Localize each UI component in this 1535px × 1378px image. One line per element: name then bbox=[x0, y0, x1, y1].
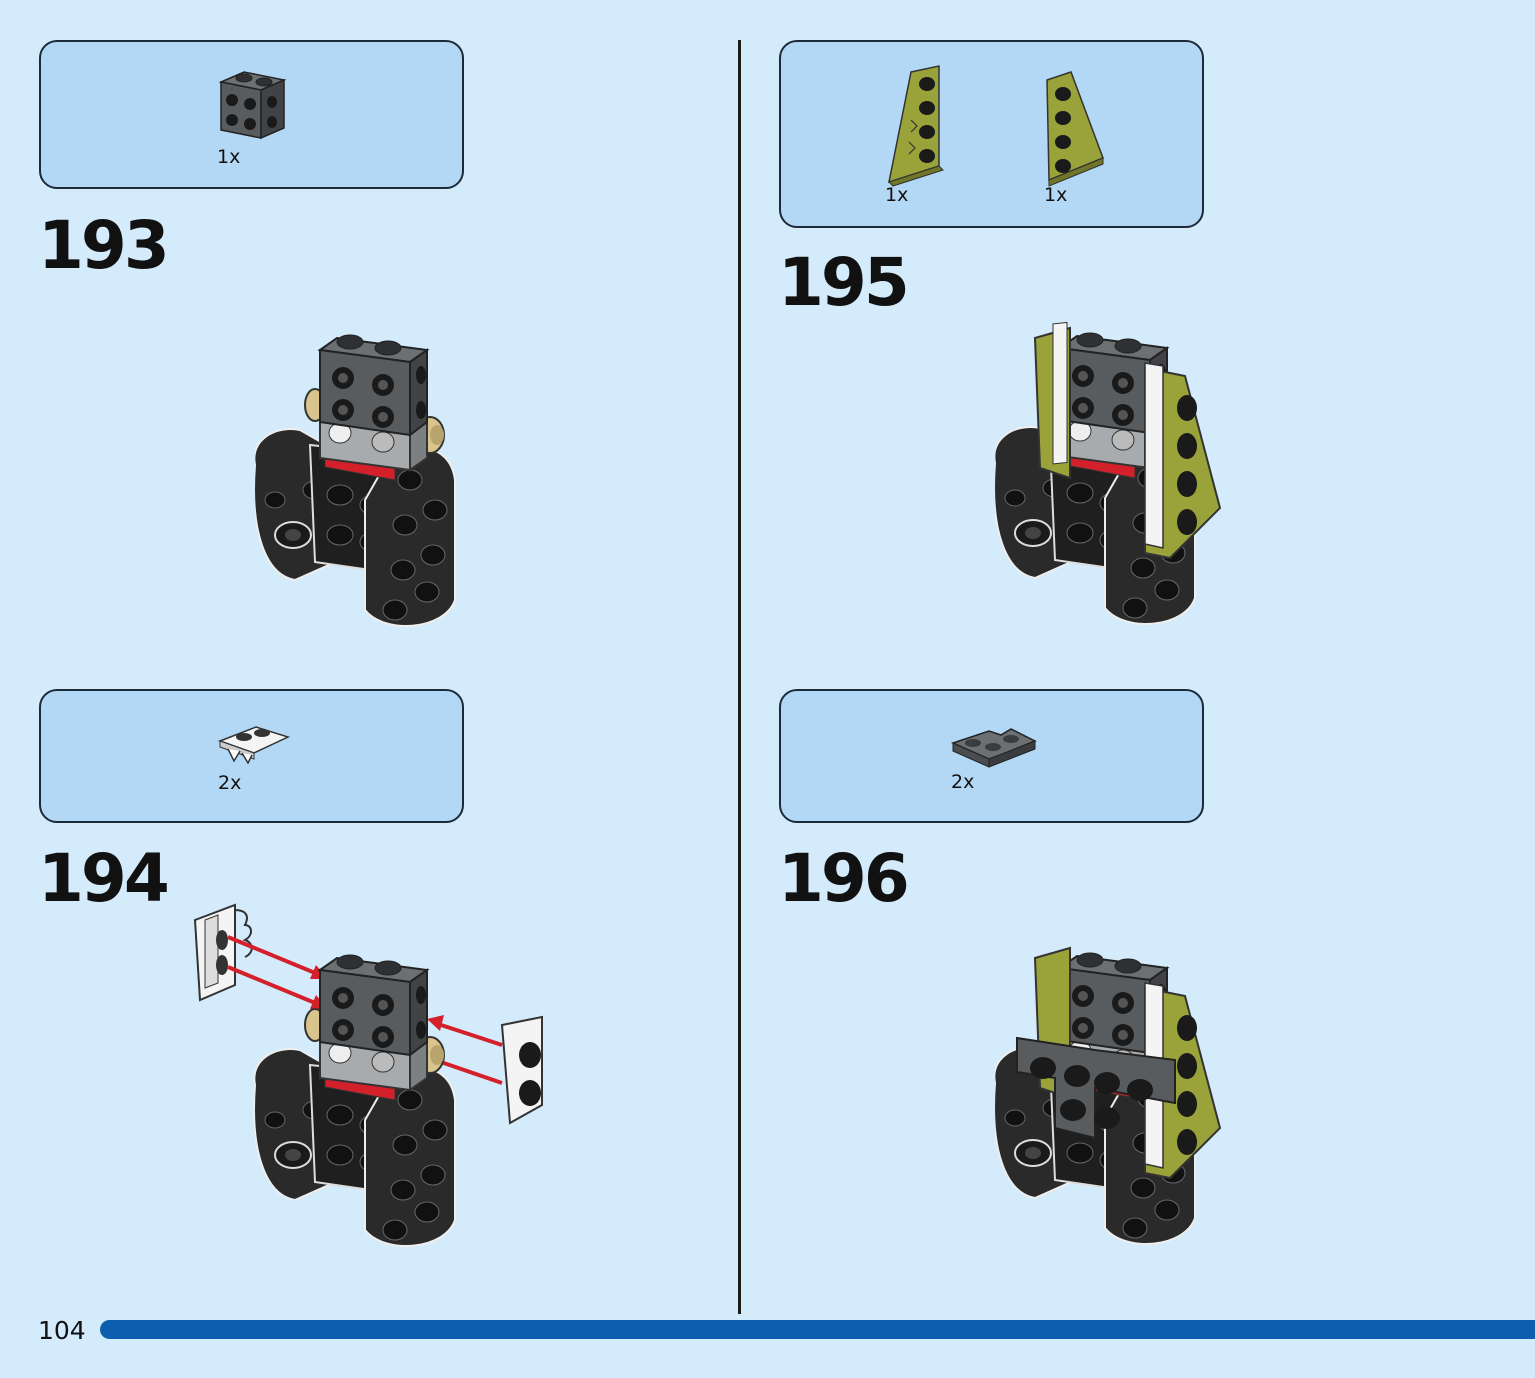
step-195-model-illustration bbox=[995, 321, 1222, 626]
parts-box-step-194: 2x bbox=[39, 689, 464, 823]
part-quantity: 2x bbox=[951, 771, 975, 793]
white-plate-with-teeth-icon bbox=[217, 726, 291, 765]
step-number: 194 bbox=[38, 840, 170, 917]
step-number: 196 bbox=[778, 840, 910, 917]
assembly-arrows-left bbox=[227, 935, 328, 1009]
parts-box-step-196: 2x bbox=[779, 689, 1204, 823]
parts-box-step-195: 1x 1x bbox=[779, 40, 1204, 228]
dark-gray-corner-plate-icon bbox=[950, 728, 1037, 768]
part-quantity: 1x bbox=[217, 146, 241, 168]
olive-wedge-plate-right-icon bbox=[1046, 71, 1104, 187]
white-plate-left bbox=[193, 903, 253, 1002]
olive-wedge-plate-left-icon bbox=[888, 65, 944, 187]
parts-box-step-193: 1x bbox=[39, 40, 464, 189]
part-quantity: 1x bbox=[885, 184, 909, 206]
step-number: 195 bbox=[778, 244, 910, 321]
white-plate-right bbox=[500, 1015, 543, 1125]
page-number: 104 bbox=[38, 1316, 86, 1345]
step-196-model-illustration bbox=[995, 946, 1222, 1246]
step-193-model-illustration bbox=[255, 334, 456, 628]
part-quantity: 2x bbox=[218, 772, 242, 794]
step-number: 193 bbox=[38, 207, 170, 284]
dark-gray-brick-studs-on-sides-icon bbox=[218, 71, 287, 140]
step-194-model-illustration bbox=[193, 903, 543, 1248]
part-quantity: 1x bbox=[1044, 184, 1068, 206]
column-divider bbox=[738, 40, 741, 1314]
dark-gray-corner-plates bbox=[1016, 1036, 1176, 1140]
progress-bar bbox=[100, 1320, 1535, 1339]
